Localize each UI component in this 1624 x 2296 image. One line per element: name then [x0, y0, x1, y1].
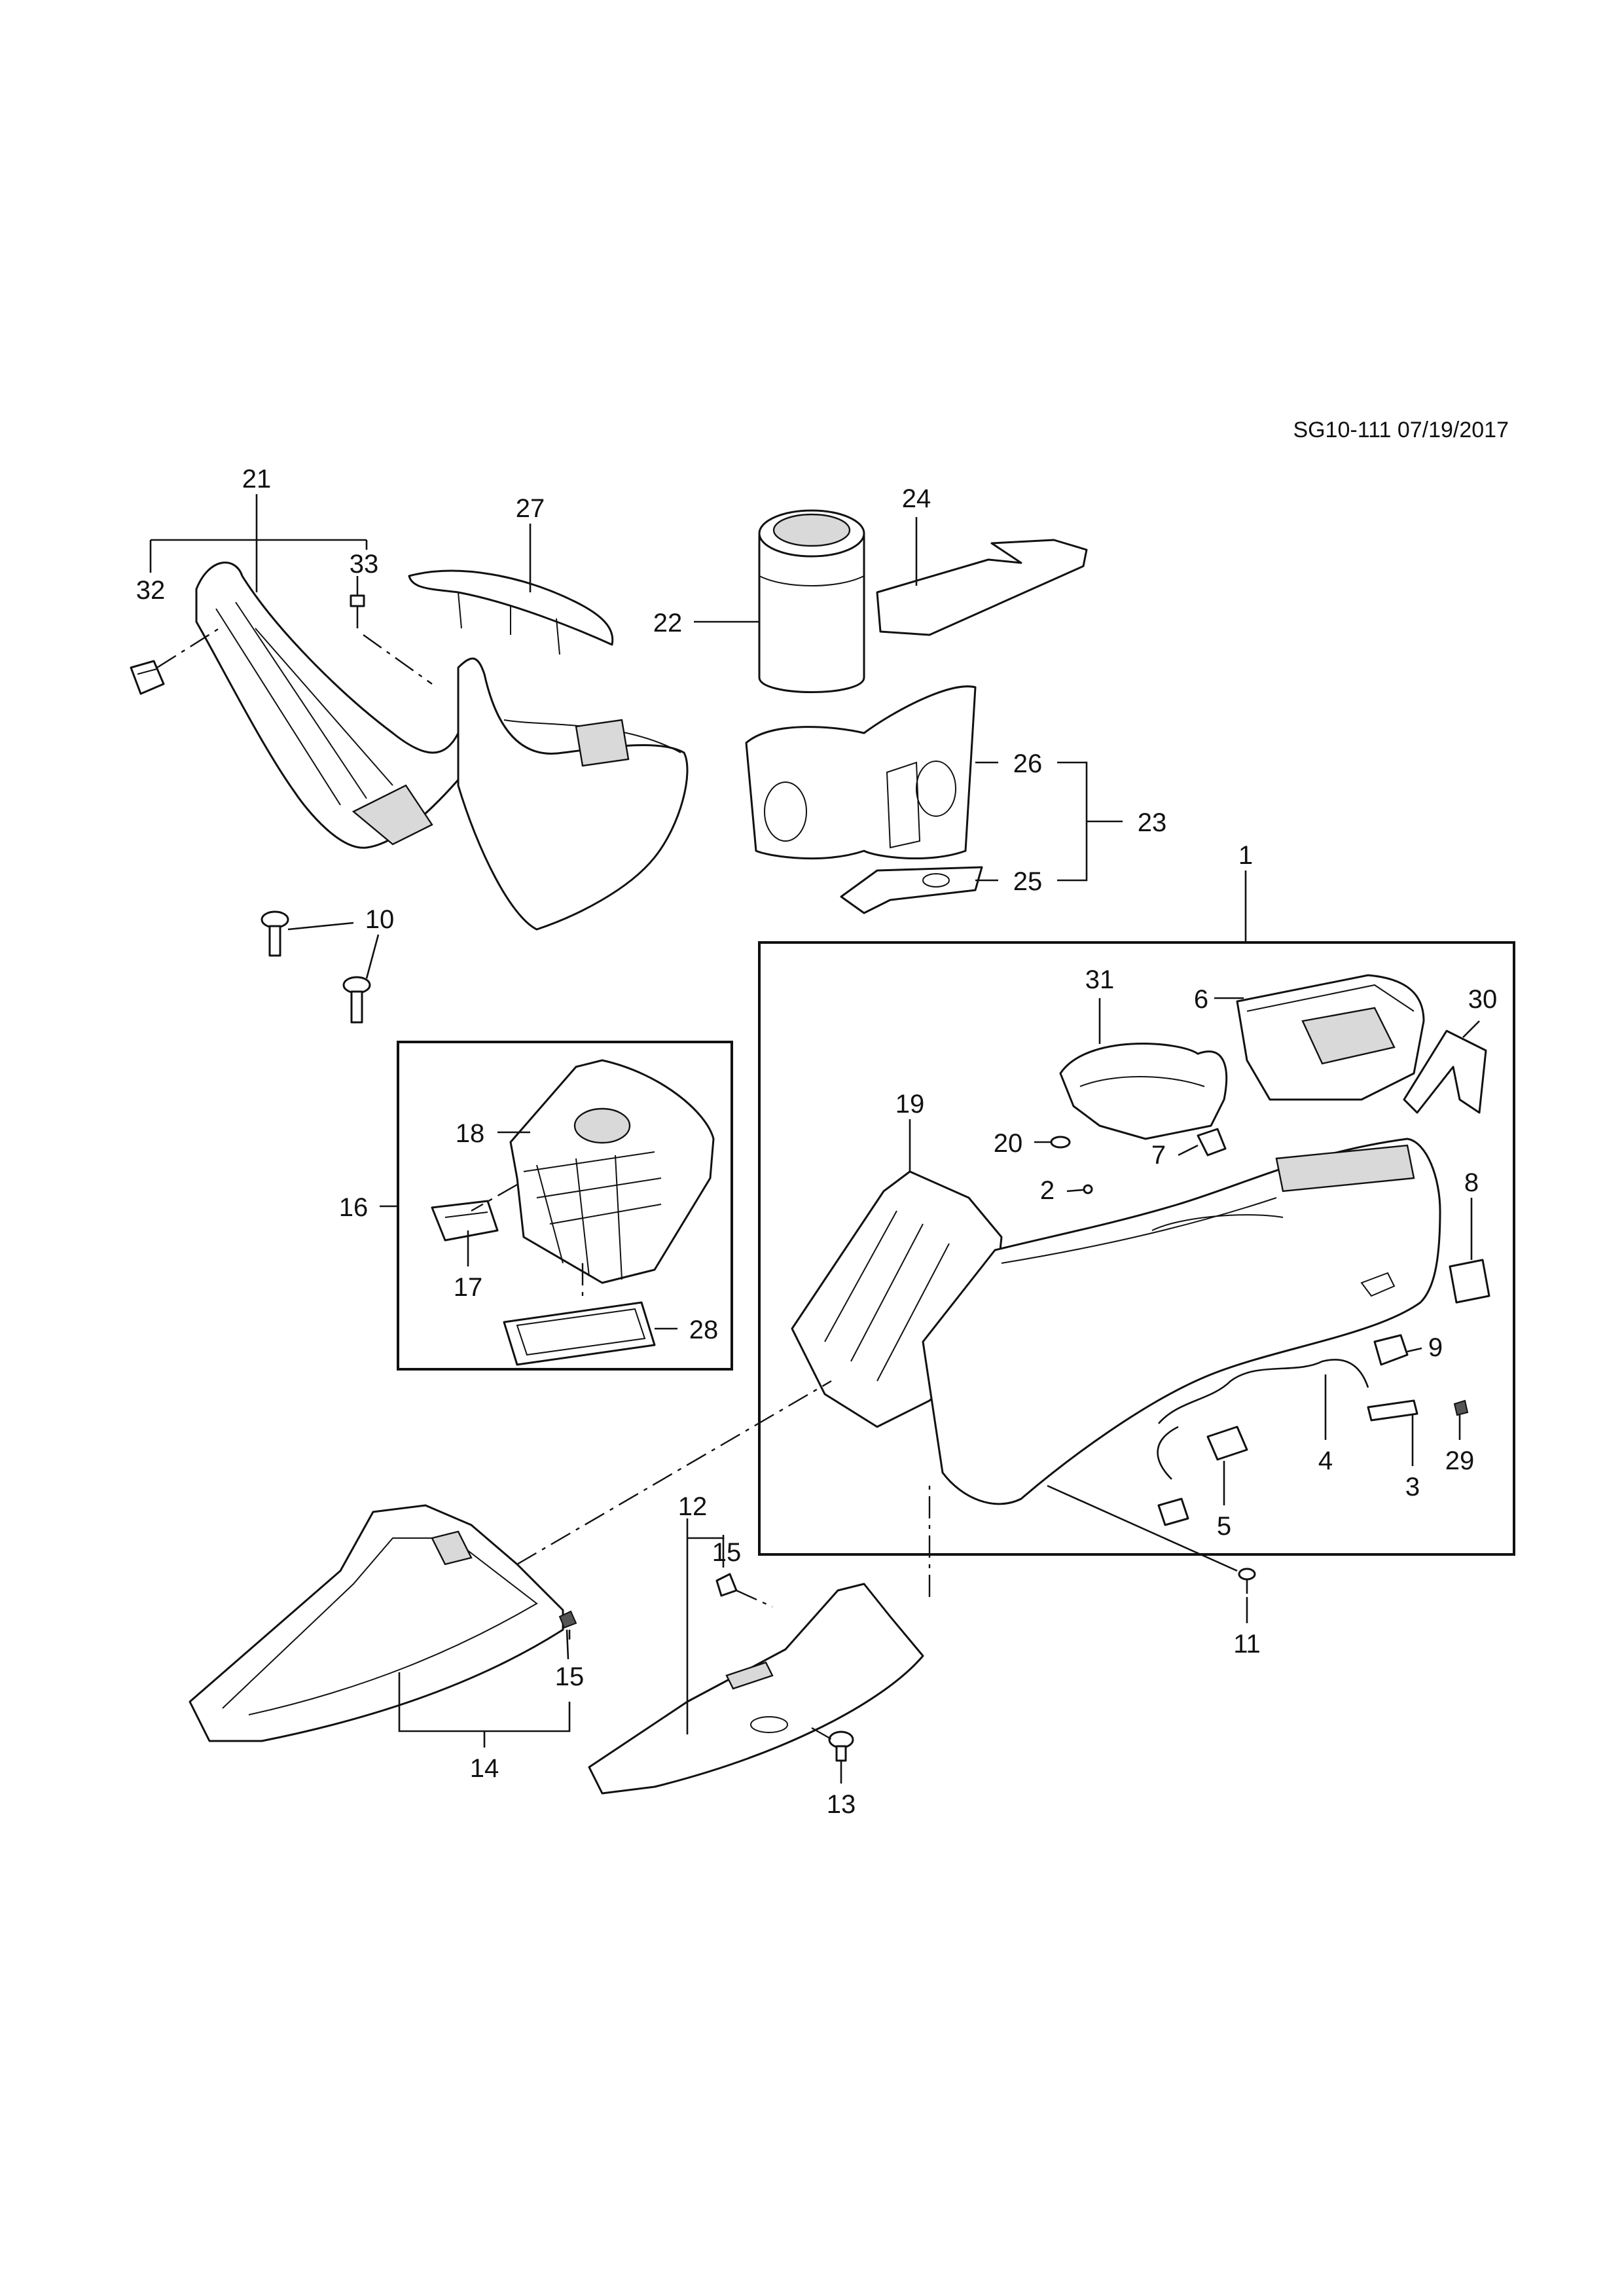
callout-19: 19 [895, 1090, 925, 1119]
callout-9: 9 [1428, 1333, 1443, 1362]
part-25-bracket [840, 866, 983, 914]
callout-labels: 1 2 3 4 5 6 7 8 9 10 11 12 13 14 15 15 1… [136, 465, 1498, 1819]
leader-lines [149, 494, 1480, 1784]
part-13-push-pin [828, 1731, 854, 1762]
callout-12: 12 [678, 1492, 708, 1521]
callout-15-left: 15 [712, 1538, 742, 1567]
part-32-clip [130, 660, 165, 695]
callout-16: 16 [339, 1193, 369, 1222]
part-8-switch [1449, 1259, 1490, 1304]
callout-10: 10 [365, 905, 395, 934]
callout-21: 21 [242, 465, 272, 493]
part-15-clip-right [558, 1610, 577, 1629]
callout-25: 25 [1013, 867, 1043, 896]
part-21-trim-panel [195, 562, 466, 849]
part-20-nut [1050, 1136, 1071, 1149]
console-body [922, 1138, 1441, 1505]
callout-33: 33 [350, 550, 379, 579]
callout-7: 7 [1151, 1141, 1166, 1170]
part-17-switch [431, 1200, 499, 1242]
callout-11: 11 [1233, 1630, 1261, 1659]
callout-29: 29 [1445, 1446, 1475, 1475]
part-28-mat [503, 1301, 656, 1366]
part-26-cup-holder-housing [745, 685, 977, 860]
part-27-cover-strip [408, 569, 614, 655]
assembly-1-frame [758, 941, 1515, 1556]
callout-30: 30 [1468, 985, 1498, 1014]
part-12-console-front-trim [588, 1583, 924, 1795]
callout-6: 6 [1194, 985, 1208, 1014]
part-2-screw [1083, 1184, 1093, 1194]
part-29-clip [1453, 1399, 1469, 1416]
part-9-cap [1373, 1334, 1409, 1366]
callout-17: 17 [454, 1273, 483, 1302]
part-14-console-side-trim [189, 1504, 564, 1742]
callout-15-right: 15 [555, 1662, 585, 1691]
document-id: SG10-111 07/19/2017 [1293, 418, 1509, 442]
part-4-wiring-harness [1157, 1359, 1369, 1480]
callout-26: 26 [1013, 749, 1043, 778]
callout-3: 3 [1405, 1473, 1420, 1501]
shift-surround-bezel [457, 657, 689, 931]
callout-5: 5 [1217, 1512, 1231, 1541]
part-6-armrest-lid [1236, 974, 1425, 1101]
callout-4: 4 [1318, 1446, 1333, 1475]
callout-8: 8 [1464, 1168, 1479, 1197]
part-11-screw [1238, 1568, 1256, 1594]
part-15-clip-left [715, 1573, 738, 1597]
part-18-storage-module [509, 1059, 715, 1284]
callout-28: 28 [689, 1316, 719, 1344]
callout-23: 23 [1138, 808, 1167, 837]
part-10-bolt-lower [342, 976, 371, 1024]
part-31-cupholder-insert [1059, 1043, 1228, 1140]
part-24-pad [876, 539, 1088, 636]
callout-24: 24 [902, 484, 931, 513]
part-10-bolt-upper [261, 910, 289, 957]
part-33-screw [350, 594, 365, 628]
part-3-bracket [1367, 1399, 1418, 1422]
callout-31: 31 [1085, 965, 1115, 994]
part-5-connector [1157, 1426, 1248, 1526]
part-22-cup-liner [758, 509, 865, 693]
callout-14: 14 [470, 1754, 499, 1783]
callout-27: 27 [516, 494, 545, 523]
callout-2: 2 [1040, 1176, 1055, 1205]
callout-32: 32 [136, 576, 166, 605]
callout-22: 22 [653, 609, 683, 637]
callout-20: 20 [994, 1129, 1023, 1158]
part-7-clip [1197, 1128, 1227, 1157]
callout-18: 18 [456, 1119, 485, 1148]
callout-13: 13 [827, 1790, 856, 1819]
callout-1: 1 [1238, 841, 1253, 870]
part-30-bracket [1403, 1030, 1487, 1114]
